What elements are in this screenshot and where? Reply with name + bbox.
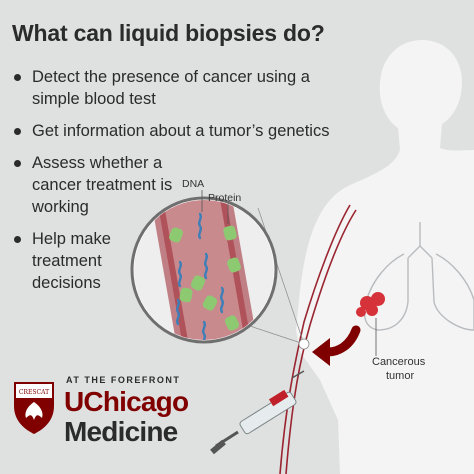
uchicago-shield-icon: CRESCAT [14, 382, 54, 434]
bullet-item: Help make treatment decisions [12, 228, 172, 294]
bullet-list: Detect the presence of cancer using a si… [12, 66, 342, 304]
body-silhouette [296, 40, 474, 474]
bullet-dot-icon [14, 160, 21, 167]
arrow-icon [323, 325, 361, 357]
bullet-item: Assess whether a cancer treatment is wor… [12, 152, 182, 218]
bullet-text: Get information about a tumor’s genetics [32, 122, 330, 140]
page-title: What can liquid biopsies do? [12, 20, 325, 46]
bullet-dot-icon [14, 74, 21, 81]
bullet-item: Detect the presence of cancer using a si… [12, 66, 342, 110]
bullet-item: Get information about a tumor’s genetics [12, 120, 342, 142]
tumor-label-line1: Cancerous [372, 356, 426, 368]
bullet-dot-icon [14, 236, 21, 243]
bullet-text: Assess whether a cancer treatment is wor… [32, 154, 173, 216]
lungs-icon [363, 222, 474, 331]
protein-clumps [169, 225, 241, 331]
logo-tagline: AT THE FOREFRONT [66, 375, 181, 385]
dna-label: DNA [182, 178, 205, 190]
dna-fragments [175, 212, 225, 340]
vessel-line [285, 209, 357, 474]
bullet-dot-icon [14, 128, 21, 135]
logo-name-line2: Medicine [64, 416, 178, 447]
tumor-icon [356, 292, 385, 317]
protein-label: Protein [208, 192, 242, 204]
bullet-text: Help make treatment decisions [32, 230, 111, 292]
vessel-line [279, 204, 351, 474]
bullet-text: Detect the presence of cancer using a si… [32, 68, 310, 108]
logo-name-line1: UChicago [64, 386, 189, 417]
syringe-icon [210, 370, 305, 455]
svg-text:CRESCAT: CRESCAT [19, 389, 49, 396]
tumor-label-line2: tumor [386, 370, 415, 382]
